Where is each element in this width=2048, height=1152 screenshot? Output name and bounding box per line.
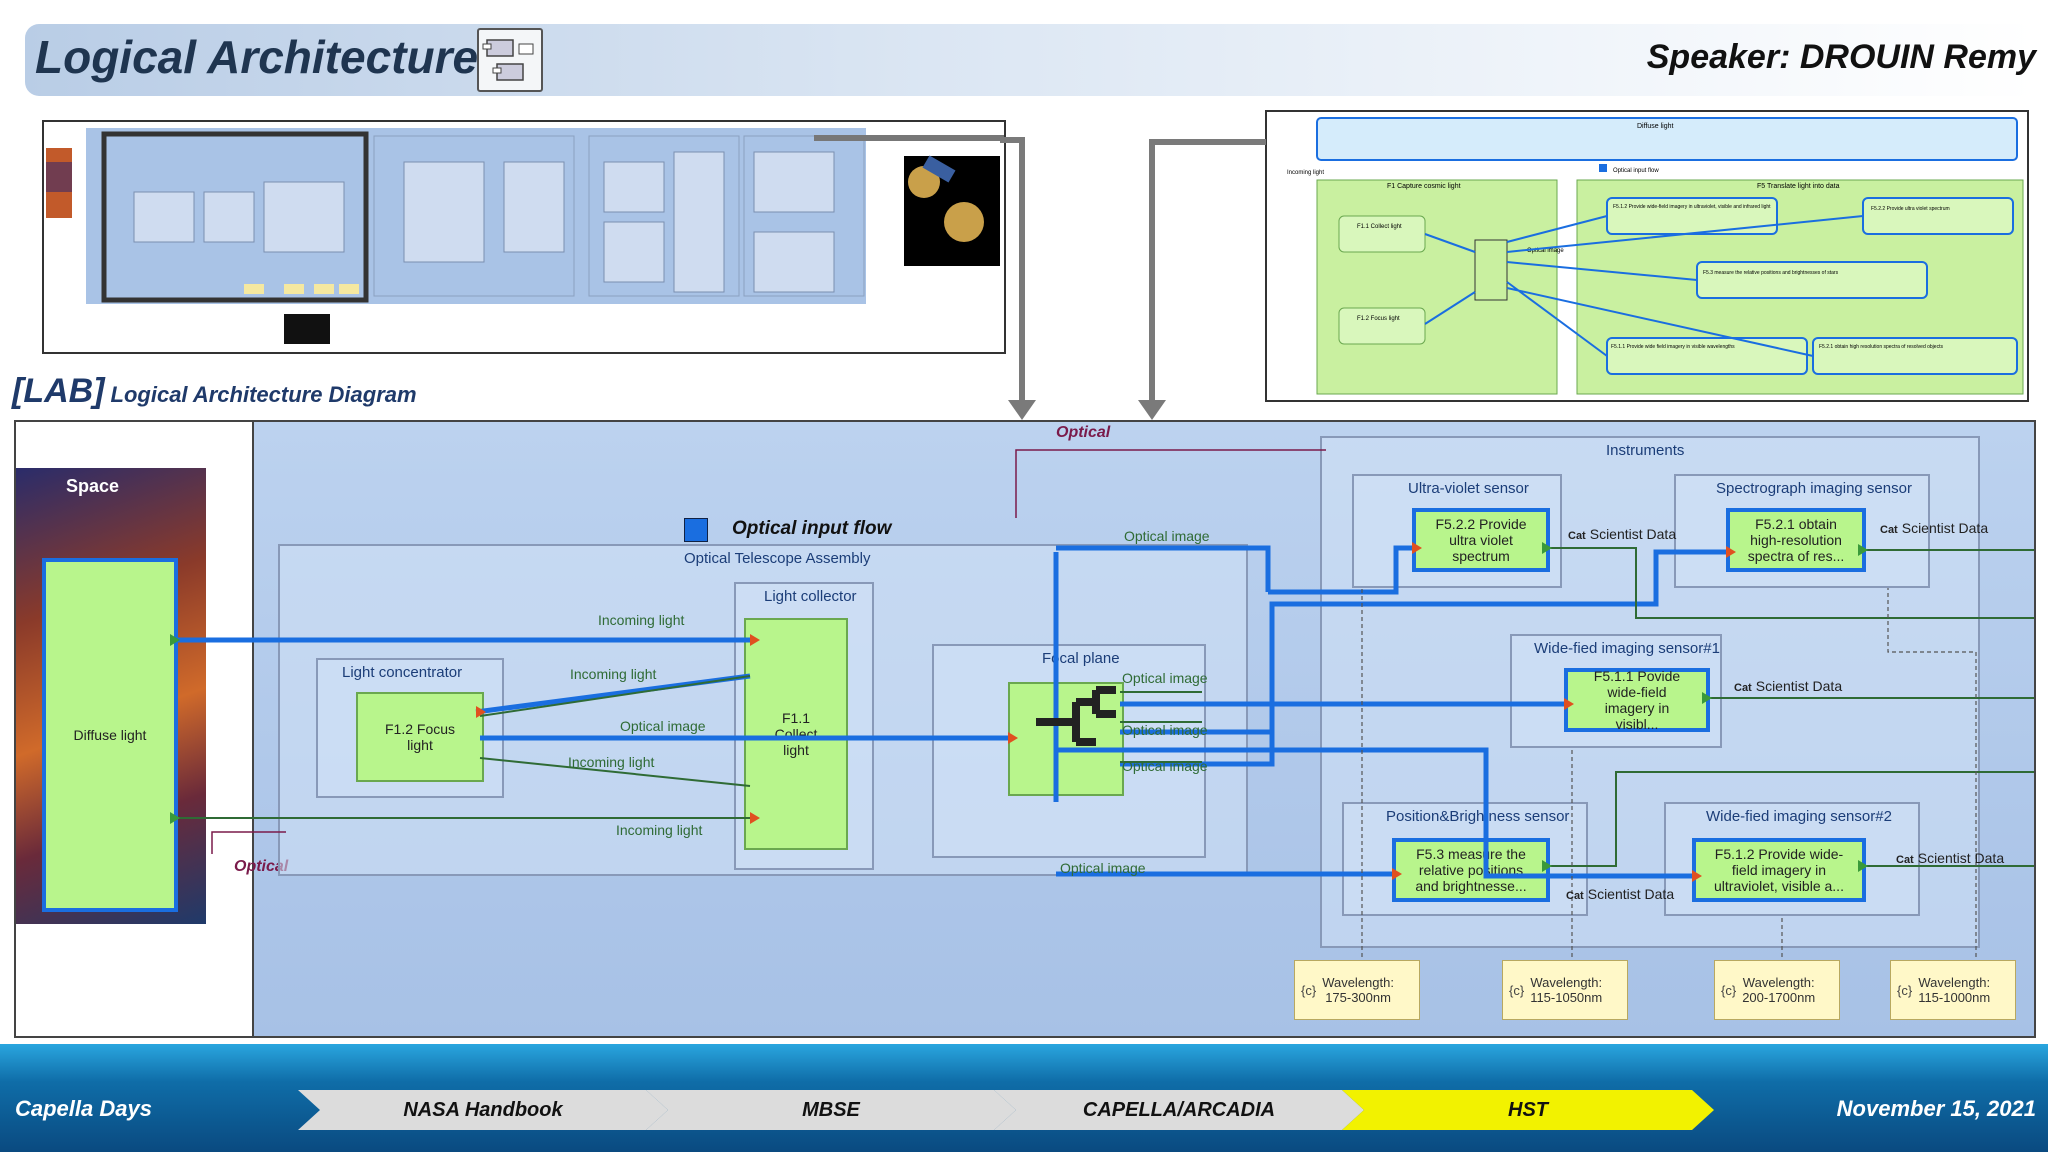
overview-diagram-miniature [46, 128, 1004, 344]
wf2-sensor-title: Wide-fied imaging sensor#2 [1706, 808, 1892, 825]
f521-label: F5.2.1 obtain high-resolution spectra of… [1747, 516, 1845, 564]
space-label: Space [66, 476, 120, 496]
tr-f1-label: F1 Capture cosmic light [1387, 183, 1461, 190]
diffuse-light-label: Diffuse light [73, 727, 147, 743]
light-concentrator-title: Light concentrator [342, 664, 463, 681]
f12-focus-light-function[interactable]: F1.2 Focus light [356, 692, 484, 782]
functional-thumbnail: Diffuse light Optical input flow Incomin… [1265, 110, 2029, 402]
label-incoming-2: Incoming light [570, 666, 657, 682]
wavelength-note-1: {c}Wavelength:175-300nm [1294, 960, 1420, 1020]
label-optical-image-1: Optical image [620, 718, 706, 734]
label-optical-image-4: Optical image [1122, 722, 1208, 738]
flow-square-icon [684, 518, 708, 542]
tr-optical-image-label: Optical image [1527, 248, 1564, 254]
focal-plane-title: Focal plane [1042, 650, 1120, 667]
f511-label: F5.1.1 Povide wide-field imagery in visi… [1593, 668, 1681, 732]
tr-input-flow-label: Optical input flow [1613, 168, 1659, 174]
overview-thumbnail [42, 120, 1006, 354]
step-nasa-handbook[interactable]: NASA Handbook [298, 1090, 668, 1130]
f522-label: F5.2.2 Provide ultra violet spectrum [1435, 516, 1527, 564]
component-diagram-icon [477, 28, 543, 92]
uv-sensor-title: Ultra-violet sensor [1408, 480, 1529, 497]
label-incoming-4: Incoming light [616, 822, 703, 838]
label-optical-image-2: Optical image [1124, 528, 1210, 544]
wavelength-note-3: {c}Wavelength:200-1700nm [1714, 960, 1840, 1020]
optical-top-label: Optical [1056, 424, 1111, 441]
label-incoming-3: Incoming light [568, 754, 655, 770]
label-optical-image-3: Optical image [1122, 670, 1208, 686]
step-mbse[interactable]: MBSE [646, 1090, 1016, 1130]
lab-subtitle: Logical Architecture Diagram [110, 382, 417, 407]
wavelength-note-2: {c}Wavelength:115-1050nm [1502, 960, 1628, 1020]
label-optical-image-6: Optical image [1060, 860, 1146, 876]
light-collector-title: Light collector [764, 588, 857, 605]
diffuse-light-function[interactable]: Diffuse light [42, 558, 178, 912]
instruments-title: Instruments [1606, 442, 1685, 459]
optical-input-flow-label: Optical input flow [732, 518, 892, 539]
page-title: Logical Architecture [35, 31, 479, 83]
zoom-arrows [1000, 137, 1266, 420]
f12-label: F1.2 Focus light [384, 721, 456, 753]
wf1-sensor-title: Wide-fied imaging sensor#1 [1534, 640, 1720, 657]
tr-f5-label: F5 Translate light into data [1757, 183, 1840, 190]
step-capella-arcadia[interactable]: CAPELLA/ARCADIA [994, 1090, 1364, 1130]
optical-bottom-label: Optical [234, 858, 289, 875]
flow-connectors [170, 449, 2034, 978]
f11-collect-light-function[interactable]: F1.1 Collect light [744, 618, 848, 850]
lab-heading: [LAB]Logical Architecture Diagram [12, 372, 417, 411]
flow-to-f522 [1268, 545, 1416, 595]
flow-to-f521 [1120, 549, 1730, 735]
label-incoming-1: Incoming light [598, 612, 685, 628]
footer-date: November 15, 2021 [1836, 1096, 2036, 1121]
tr-incoming-label: Incoming light [1287, 170, 1324, 176]
f522-function[interactable]: F5.2.2 Provide ultra violet spectrum [1412, 508, 1550, 572]
tr-f511-label: F5.1.1 Provide wide field imagery in vis… [1611, 344, 1735, 350]
tr-f53-label: F5.3 measure the relative positions and … [1703, 270, 1839, 276]
tr-f522-label: F5.2.2 Provide ultra violet spectrum [1871, 206, 1950, 212]
logical-architecture-diagram: Space Diffuse light Optical Optical Opti… [14, 420, 2036, 1038]
speaker-name: Speaker: DROUIN Remy [1646, 38, 2036, 76]
tr-f12-label: F1.2 Focus light [1357, 316, 1400, 322]
lab-tag: [LAB] [12, 372, 105, 410]
tr-f11-label: F1.1 Collect light [1357, 224, 1402, 230]
header-bar [25, 24, 2035, 96]
focal-plane-switch-function[interactable] [1008, 682, 1124, 796]
f512-label: F5.1.2 Provide wide-field imagery in ult… [1714, 846, 1844, 894]
ota-title: Optical Telescope Assembly [684, 550, 871, 567]
f512-function[interactable]: F5.1.2 Provide wide-field imagery in ult… [1692, 838, 1866, 902]
f521-function[interactable]: F5.2.1 obtain high-resolution spectra of… [1726, 508, 1866, 572]
tr-diffuse-label: Diffuse light [1637, 123, 1674, 130]
step-hst[interactable]: HST [1342, 1090, 1714, 1130]
tr-f512-label: F5.1.2 Provide wide-field imagery in ult… [1613, 204, 1771, 210]
spectro-sensor-title: Spectrograph imaging sensor [1716, 480, 1912, 497]
label-optical-image-5: Optical image [1122, 758, 1208, 774]
pb-sensor-title: Position&Brightness sensor [1386, 808, 1570, 825]
tr-f521-label: F5.2.1 obtain high resolution spectra of… [1819, 344, 1943, 350]
wavelength-note-4: {c}Wavelength:115-1000nm [1890, 960, 2016, 1020]
flow-to-f512 [1056, 747, 1696, 879]
footer-event: Capella Days [15, 1096, 152, 1121]
